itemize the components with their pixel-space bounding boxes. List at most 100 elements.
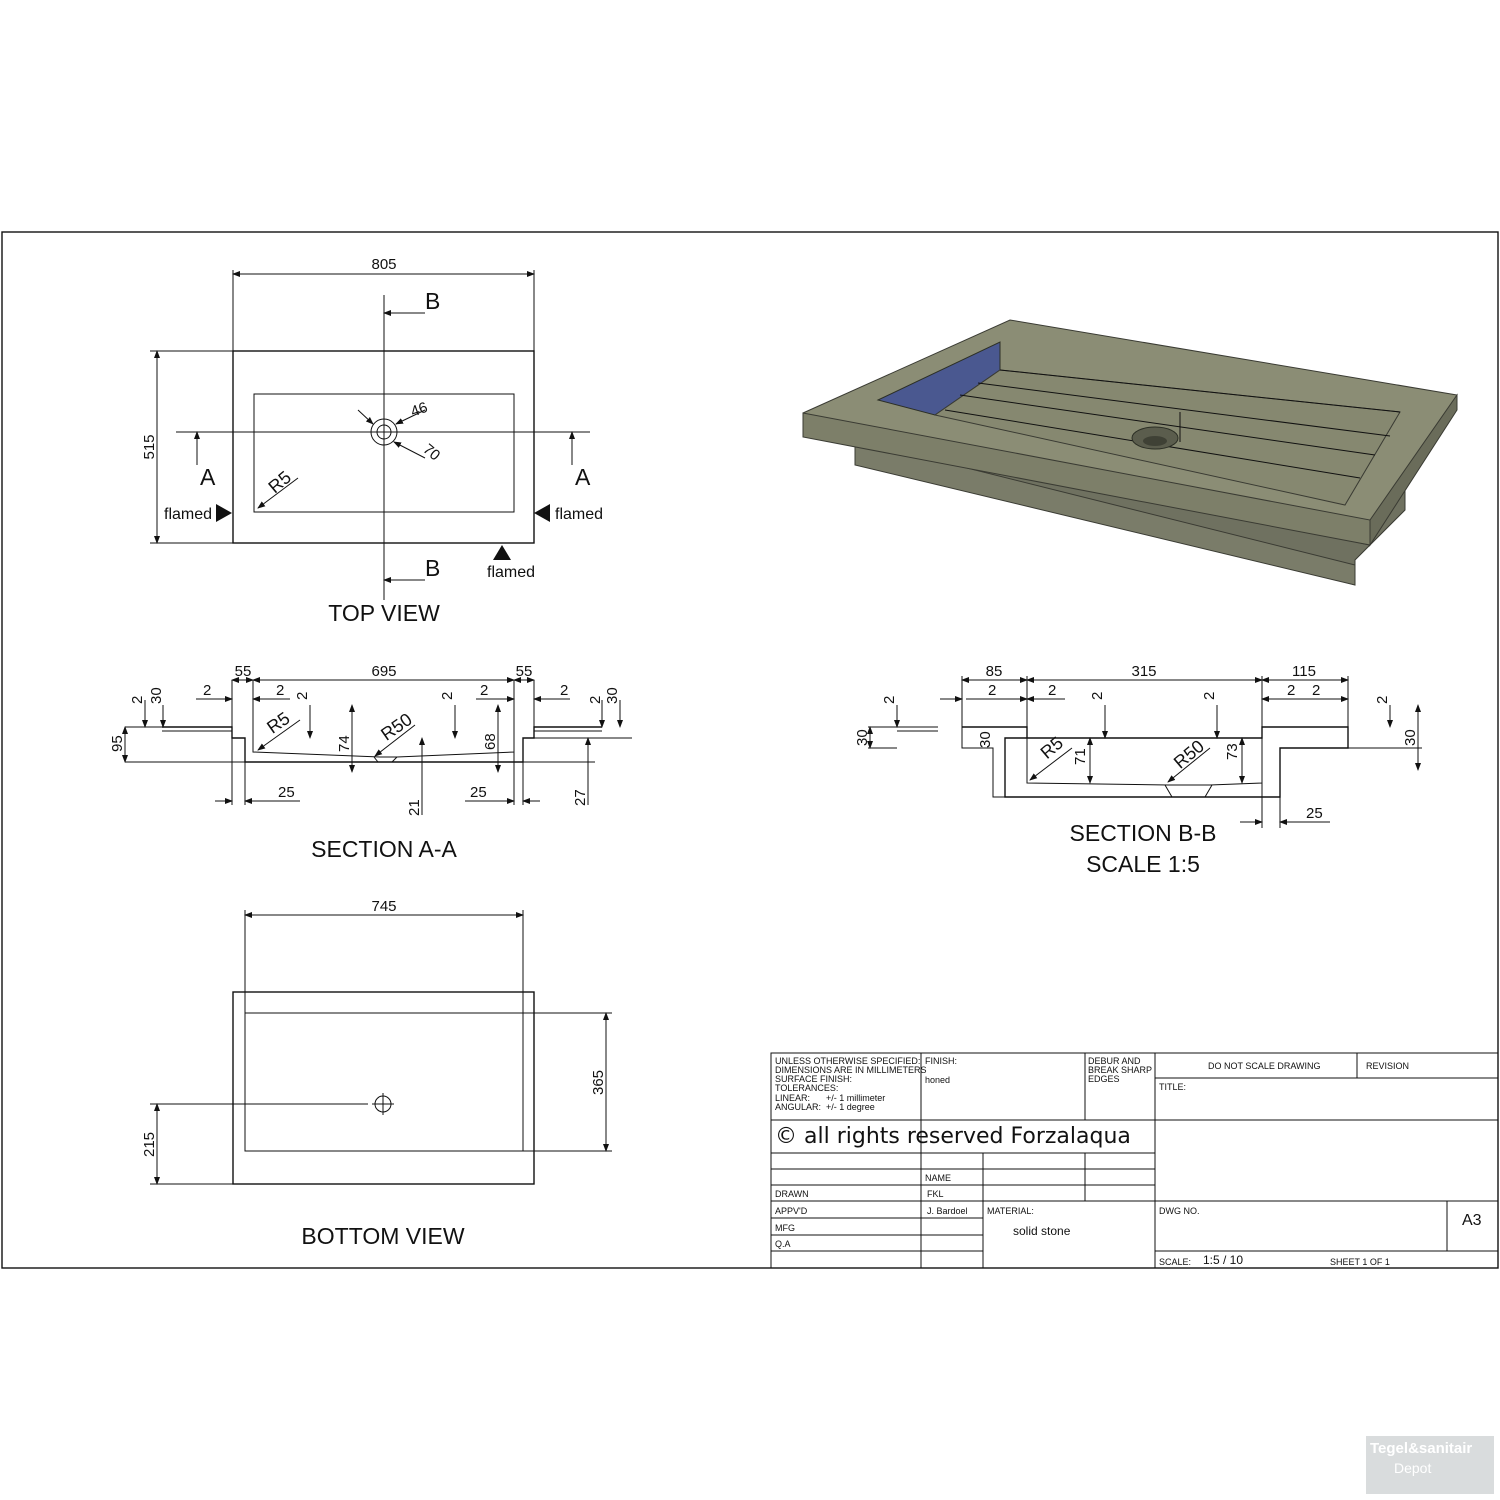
tb-angular-value: +/- 1 degree [826,1102,875,1112]
bottom-offset-dim: 215 [141,1132,158,1157]
section-b-dim-2e: 2 [1089,692,1106,700]
section-a-dim-30-left: 2 [129,696,146,704]
section-b-r50: R50 [1170,736,1208,773]
tb-copyright: © all rights reserved Forzalaqua [775,1124,1131,1149]
watermark-brand: Tegel&sanitair [1370,1440,1473,1457]
section-a-dim-2-right: 2 [587,696,604,704]
section-b-dim-30-right: 30 [1402,729,1419,746]
section-a-dim-21: 21 [406,799,423,816]
section-a-dim-95: 95 [109,735,126,752]
watermark-sub: Depot [1394,1460,1432,1476]
tb-finish-label: FINISH: [925,1056,957,1066]
tb-qa-label: Q.A [775,1239,791,1249]
section-a-marker-left: A [200,464,216,490]
flamed-bottom: flamed [487,564,535,581]
flamed-left: flamed [164,506,212,523]
section-b-dim-center: 315 [1131,663,1156,680]
tb-drawn-value: FKL [927,1189,944,1199]
tb-apprvd-value: J. Bardoel [927,1206,968,1216]
section-b-profile [962,726,1349,798]
tb-scale-value: 1:5 / 10 [1203,1253,1243,1267]
section-a-dim-2a: 2 [203,682,211,699]
section-b-dim-2f: 2 [1201,692,1218,700]
section-a-dim-2c: 2 [480,682,488,699]
tb-revision: REVISION [1366,1061,1409,1071]
section-a-dim-left: 55 [235,663,252,680]
section-a-r5: R5 [263,708,293,738]
section-b-dim-2c: 2 [1287,682,1295,699]
tb-angular-label: ANGULAR: [775,1102,821,1112]
bottom-width-dim: 745 [371,898,396,915]
tb-apprvd-label: APPV'D [775,1206,808,1216]
bottom-view-inner [244,1012,524,1152]
tb-sheet: SHEET 1 OF 1 [1330,1257,1390,1267]
tb-general-1: UNLESS OTHERWISE SPECIFIED: [775,1056,920,1066]
tb-drawn-label: DRAWN [775,1189,809,1199]
section-b-dim-left: 85 [986,663,1003,680]
tb-no-scale: DO NOT SCALE DRAWING [1208,1061,1321,1071]
drain-outer-dim: 70 [419,441,443,465]
tb-general-4: TOLERANCES: [775,1083,838,1093]
drain-inner-circle [376,424,392,440]
section-a-dim-2-left: 30 [148,687,165,704]
section-b-dim-25: 25 [1306,805,1323,822]
tb-material-label: MATERIAL: [987,1206,1034,1216]
section-a-dim-2f: 2 [439,692,456,700]
tb-linear-value: +/- 1 millimeter [826,1093,885,1103]
section-a-marker-right: A [575,464,591,490]
tb-debur-3: EDGES [1088,1074,1120,1084]
section-a-dim-2e: 2 [294,692,311,700]
top-view: 805 515 46 70 R5 A A B B flamed flamed [141,256,603,626]
tb-dwg-label: DWG NO. [1159,1206,1200,1216]
drain-outer-circle [370,418,398,446]
tb-debur-2: BREAK SHARP [1088,1065,1152,1075]
section-b-dim-2-right: 2 [1374,696,1391,704]
iso-right-edge [1369,393,1458,547]
section-a-dim-2d: 2 [560,682,568,699]
section-a-a: 55 695 55 2 2 2 2 2 2 2 30 95 2 30 27 [109,663,632,862]
section-a-dim-2b: 2 [276,682,284,699]
tb-title-label: TITLE: [1159,1082,1186,1092]
tb-scale-label: SCALE: [1159,1257,1191,1267]
section-b-dim-30-left: 30 [854,729,871,746]
section-a-dim-center: 695 [371,663,396,680]
section-b-dim-71: 71 [1072,748,1089,765]
section-b-dim-right: 115 [1292,663,1316,680]
section-a-dim-25-left: 25 [278,784,295,801]
tb-linear-label: LINEAR: [775,1093,810,1103]
tb-name-label: NAME [925,1173,951,1183]
section-b-scale: SCALE 1:5 [1086,851,1200,877]
top-width-dim: 805 [371,256,396,273]
tb-general-2: DIMENSIONS ARE IN MILLIMETERS [775,1065,927,1075]
tb-finish-value: honed [925,1075,950,1085]
flamed-right: flamed [555,506,603,523]
sheet-border [1,231,1499,1269]
bottom-view-outline [232,991,535,1185]
tb-mfg-label: MFG [775,1223,795,1233]
section-a-dim-25-right: 25 [470,784,487,801]
section-a-label: SECTION A-A [311,836,457,862]
top-radius-label: R5 [264,467,294,497]
tb-debur-1: DEBUR AND [1088,1056,1141,1066]
bottom-height-dim: 365 [590,1070,607,1095]
section-b-label: SECTION B-B [1070,820,1217,846]
tb-general-3: SURFACE FINISH: [775,1074,852,1084]
section-b-marker-bottom: B [425,555,440,581]
section-a-dim-right: 55 [516,663,533,680]
title-block: UNLESS OTHERWISE SPECIFIED: DIMENSIONS A… [770,1052,1499,1269]
section-a-dim-68: 68 [482,733,499,750]
top-height-dim: 515 [141,434,158,459]
bottom-view-label: BOTTOM VIEW [301,1223,464,1249]
section-b-dim-30-inner: 30 [977,731,994,748]
section-b-dim-2-left: 2 [881,696,898,704]
drain-diameter-dim: 46 [408,399,429,421]
section-b-dim-2d: 2 [1312,682,1320,699]
section-a-dim-27: 27 [572,789,589,806]
section-b-marker-top: B [425,288,440,314]
section-b-r5: R5 [1037,733,1067,763]
tb-size-value: A3 [1462,1212,1482,1229]
bottom-view: 745 365 215 BOTTOM VIEW [141,898,612,1249]
section-b-b: 85 315 115 2 2 2 2 2 2 2 30 2 30 30 71 [854,663,1422,877]
watermark-logo: Tegel&sanitair Depot [1366,1436,1494,1494]
